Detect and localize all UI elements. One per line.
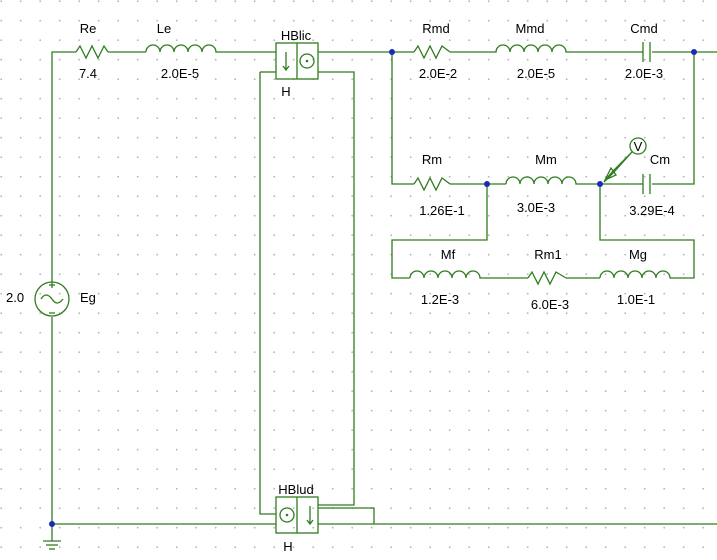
label-eg-value: 2.0: [6, 290, 24, 305]
resistor-rm1[interactable]: [527, 270, 567, 286]
label-rm1-value: 6.0E-3: [531, 297, 569, 312]
label-le-value: 2.0E-5: [161, 66, 199, 81]
label-hblic-name: HBlic: [281, 28, 312, 43]
gyrator-hblic[interactable]: [275, 42, 319, 80]
junction-nodes: [49, 49, 697, 527]
label-cm-name: Cm: [650, 152, 670, 167]
labels: Re 7.4 Le 2.0E-5 HBlic H Rmd 2.0E-2 Mmd …: [6, 21, 675, 554]
label-mmd-value: 2.0E-5: [517, 66, 555, 81]
wires: [51, 51, 717, 541]
label-rmd-value: 2.0E-2: [419, 66, 457, 81]
label-cmd-name: Cmd: [630, 21, 657, 36]
label-rm-name: Rm: [422, 152, 442, 167]
inductor-mg[interactable]: [599, 270, 676, 279]
probe-symbol: V: [634, 139, 643, 154]
inductor-mm[interactable]: [505, 176, 580, 185]
capacitor-cmd[interactable]: [640, 42, 651, 62]
label-rm1-name: Rm1: [534, 247, 561, 262]
resistor-re[interactable]: [75, 44, 109, 60]
voltage-probe-icon[interactable]: V: [603, 137, 647, 183]
ground-icon: [43, 540, 61, 550]
label-mmd-name: Mmd: [516, 21, 545, 36]
label-hblud-name: HBlud: [278, 482, 313, 497]
inductor-mf[interactable]: [409, 270, 486, 279]
label-hblic-sub: H: [281, 84, 290, 99]
label-re-name: Re: [80, 21, 97, 36]
label-mg-value: 1.0E-1: [617, 292, 655, 307]
label-cm-value: 3.29E-4: [629, 203, 675, 218]
label-mf-name: Mf: [441, 247, 456, 262]
inductor-le[interactable]: [145, 44, 222, 53]
label-eg-name: Eg: [80, 290, 96, 305]
voltage-source-eg[interactable]: [34, 281, 70, 317]
label-re-value: 7.4: [79, 66, 97, 81]
label-cmd-value: 2.0E-3: [625, 66, 663, 81]
resistor-rmd[interactable]: [413, 44, 451, 60]
label-le-name: Le: [157, 21, 171, 36]
label-rm-value: 1.26E-1: [419, 203, 465, 218]
resistor-rm[interactable]: [413, 176, 451, 192]
label-mg-name: Mg: [629, 247, 647, 262]
gyrator-hblud[interactable]: [275, 496, 319, 534]
label-rmd-name: Rmd: [422, 21, 449, 36]
label-mf-value: 1.2E-3: [421, 292, 459, 307]
label-mm-value: 3.0E-3: [517, 200, 555, 215]
inductor-mmd[interactable]: [482, 44, 580, 53]
capacitor-cm[interactable]: [640, 174, 651, 194]
label-hblud-sub: H: [283, 539, 292, 554]
label-mm-name: Mm: [535, 152, 557, 167]
